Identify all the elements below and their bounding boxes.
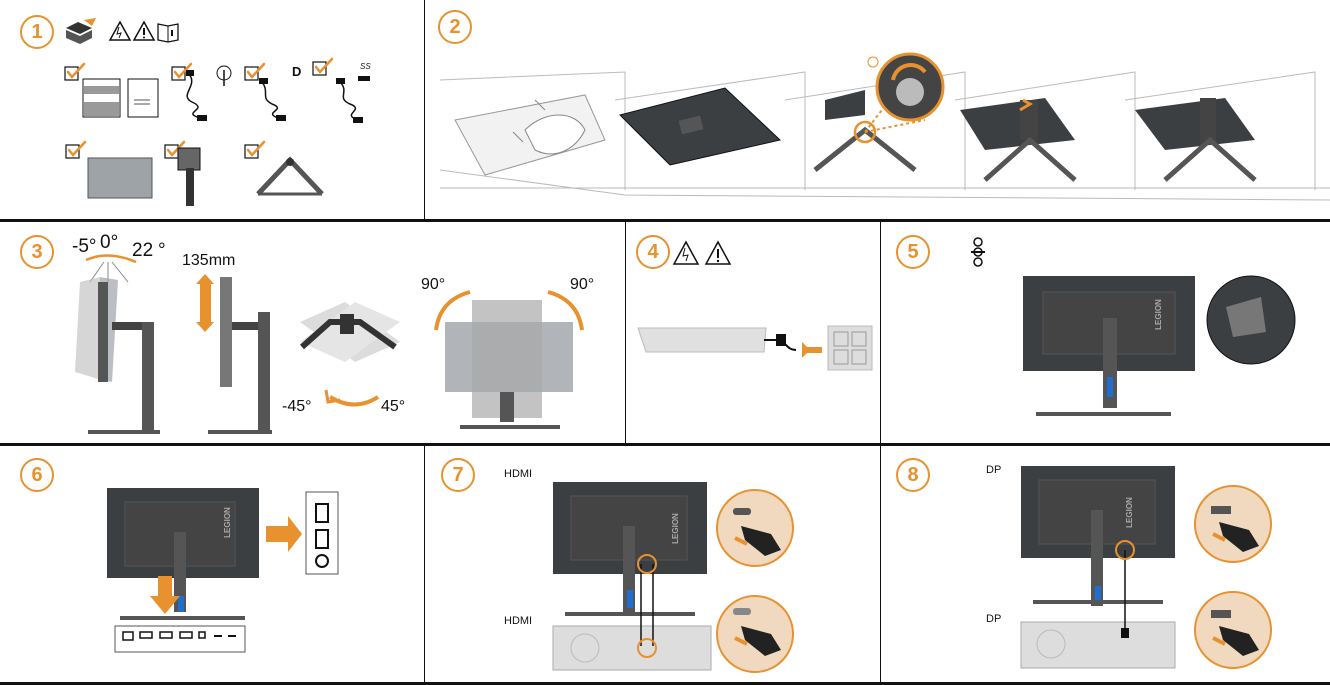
security-lock-icon: [971, 237, 985, 267]
step-2-assembly-illustration: [439, 52, 1330, 201]
dp-label-bottom: DP: [986, 613, 1002, 625]
brand-logo-step6: LEGION: [222, 507, 232, 538]
step-4-number: 4: [636, 235, 670, 269]
tilt-forward-degree: °: [158, 240, 166, 261]
pivot-right-label: 90°: [570, 276, 595, 293]
tilt-forward-label: 22: [132, 240, 154, 261]
dp-label-top: DP: [986, 464, 1002, 476]
brand-logo-step7: LEGION: [670, 513, 680, 544]
step-5-monitor-rear: [1023, 275, 1296, 416]
brand-logo-step8: LEGION: [1124, 497, 1134, 528]
hdmi-label-top: HDMI: [504, 468, 533, 480]
step-6-number: 6: [20, 458, 54, 492]
divider-v4: [424, 446, 425, 683]
step-7-number: 7: [441, 458, 475, 492]
tilt-zero-label: 0°: [100, 232, 119, 253]
divider-v5: [880, 446, 881, 683]
safety-icons: [66, 18, 179, 44]
hdmi-connection-illustration: [552, 482, 794, 673]
pivot-left-label: 90°: [421, 276, 446, 293]
divider-v2: [625, 222, 626, 443]
step-2-number: 2: [438, 10, 472, 44]
brand-logo-step5: LEGION: [1153, 299, 1163, 330]
step-3-number: 3: [20, 235, 54, 269]
divider-row-1: [0, 219, 1330, 222]
height-adjust-label: 135mm: [182, 252, 236, 269]
power-connection-illustration: [637, 325, 873, 371]
step-1-number: 1: [20, 15, 54, 49]
usb-logo: SS: [360, 62, 371, 71]
divider-v1: [424, 0, 425, 219]
divider-row-2: [0, 443, 1330, 446]
warning-icons: [672, 240, 732, 265]
dp-connection-illustration: [1020, 466, 1272, 669]
hdmi-label-bottom: HDMI: [504, 615, 533, 627]
dp-logo: D: [292, 64, 302, 79]
step-6-ports-illustration: [107, 488, 339, 653]
divider-bottom: [0, 682, 1330, 685]
swivel-left-label: -45°: [282, 398, 312, 415]
step-5-number: 5: [896, 235, 930, 269]
tilt-back-label: -5°: [72, 236, 97, 257]
swivel-right-label: 45°: [381, 398, 406, 415]
step-1-contents-illustration: [64, 57, 370, 206]
divider-v3: [880, 222, 881, 443]
step-3-adjustment-illustration: [75, 254, 584, 434]
step-8-number: 8: [896, 458, 930, 492]
